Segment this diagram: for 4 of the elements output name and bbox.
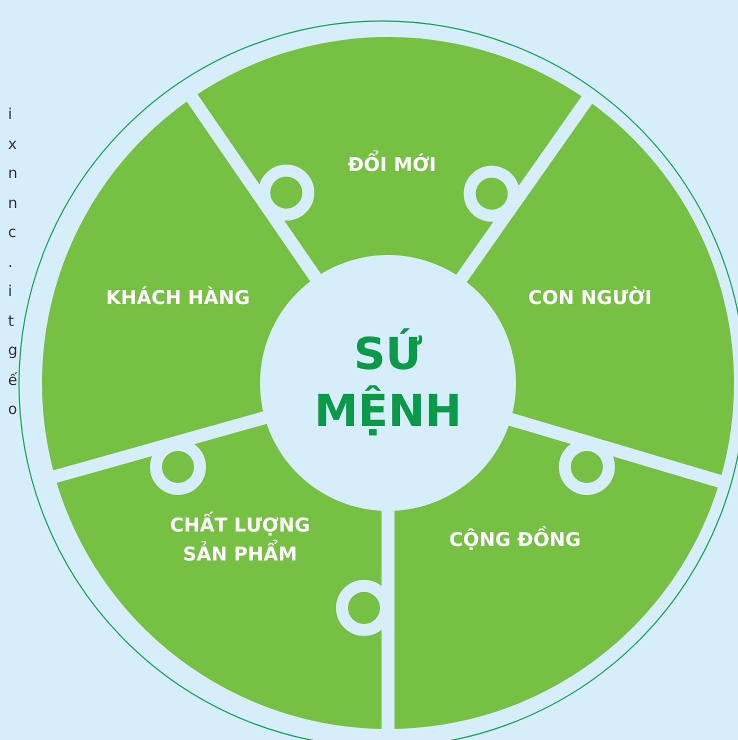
segment-label: ĐỔI MỚI (282, 150, 502, 180)
segment-label: CHẤT LƯỢNG SẢN PHẨM (145, 512, 335, 568)
segment-label: CỘNG ĐỒNG (405, 526, 625, 554)
cut-off-paragraph: i x n n c . i t g ế o (8, 104, 18, 420)
